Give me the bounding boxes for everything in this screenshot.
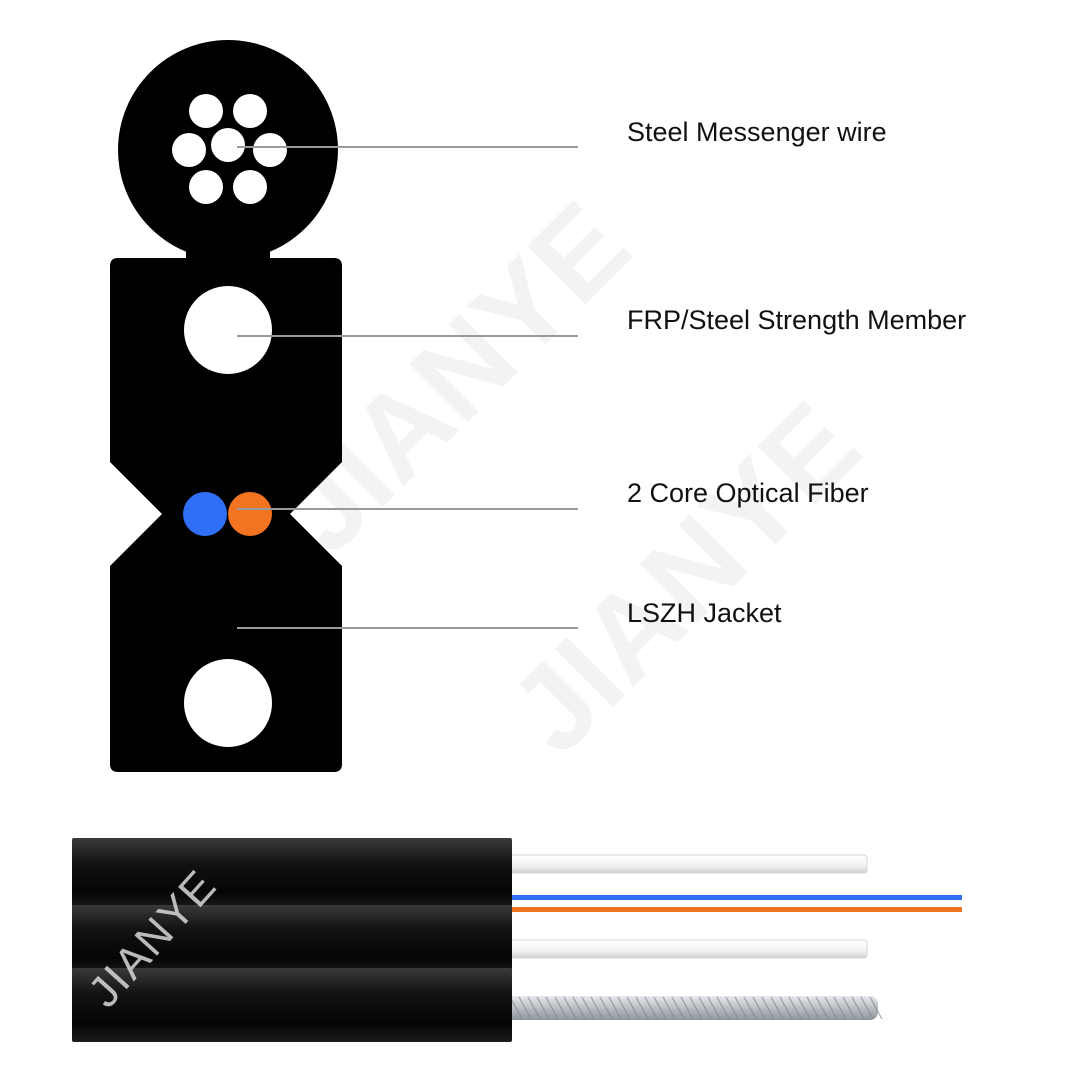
steel-strand-twist xyxy=(518,996,532,1020)
label-strength-member: FRP/Steel Strength Member xyxy=(627,305,967,335)
label-optical-fiber: 2 Core Optical Fiber xyxy=(627,478,869,508)
fiber-orange-side xyxy=(505,907,962,912)
steel-strand-twist xyxy=(536,996,550,1020)
steel-strand-twist xyxy=(599,996,613,1020)
steel-strand-twist xyxy=(680,996,694,1020)
steel-strand-twist xyxy=(752,996,766,1020)
steel-strand-twist xyxy=(545,996,559,1020)
label-lszh-jacket: LSZH Jacket xyxy=(627,598,782,628)
steel-strand-twist xyxy=(689,996,703,1020)
jacket-side-bottom xyxy=(72,968,512,1042)
jacket-side-top xyxy=(72,838,512,910)
steel-strand xyxy=(233,94,267,128)
steel-strand-twist xyxy=(824,996,838,1020)
steel-strand-twist xyxy=(779,996,793,1020)
steel-strand xyxy=(189,94,223,128)
steel-strand-twist xyxy=(797,996,811,1020)
strength-rod-top xyxy=(504,854,868,874)
fiber-blue-side xyxy=(505,895,962,900)
steel-strand xyxy=(253,133,287,167)
steel-strand-twist xyxy=(608,996,622,1020)
fiber-blue xyxy=(183,492,227,536)
steel-strand-twist xyxy=(770,996,784,1020)
steel-strand-twist xyxy=(662,996,676,1020)
steel-strand-twist xyxy=(833,996,847,1020)
steel-strand-twist xyxy=(581,996,595,1020)
steel-strand xyxy=(189,170,223,204)
messenger-strands xyxy=(172,94,287,204)
steel-strand-twist xyxy=(563,996,577,1020)
steel-strand-twist xyxy=(860,996,874,1020)
fiber-orange xyxy=(228,492,272,536)
steel-strand xyxy=(172,133,206,167)
steel-strand-twist xyxy=(590,996,604,1020)
steel-strand-twist xyxy=(653,996,667,1020)
steel-strand-twist xyxy=(716,996,730,1020)
steel-strand-twist xyxy=(743,996,757,1020)
steel-strand-twist xyxy=(788,996,802,1020)
steel-strand-twist xyxy=(635,996,649,1020)
steel-strand-twist xyxy=(671,996,685,1020)
strength-member-bottom xyxy=(184,659,272,747)
steel-strand-twist xyxy=(707,996,721,1020)
jacket-side-middle xyxy=(72,905,512,975)
steel-strand-twist xyxy=(644,996,658,1020)
steel-strand-twist xyxy=(572,996,586,1020)
cable-cross-section xyxy=(110,40,342,772)
steel-strand-twist xyxy=(527,996,541,1020)
steel-strand-twist xyxy=(761,996,775,1020)
strength-member-top xyxy=(184,286,272,374)
steel-strand-twist xyxy=(554,996,568,1020)
strength-rod-bottom xyxy=(504,939,868,959)
steel-strand-twist xyxy=(617,996,631,1020)
steel-strand-twist xyxy=(698,996,712,1020)
steel-messenger-side xyxy=(505,996,883,1020)
leader-lines xyxy=(237,146,578,629)
steel-strand xyxy=(233,170,267,204)
steel-strand-twist xyxy=(842,996,856,1020)
steel-strand-twist xyxy=(851,996,865,1020)
steel-strand xyxy=(211,128,245,162)
steel-strand-twist xyxy=(734,996,748,1020)
cable-side-view: JIANYE xyxy=(72,838,962,1042)
steel-strand-twist xyxy=(725,996,739,1020)
steel-strand-twist xyxy=(806,996,820,1020)
steel-strand-twist xyxy=(626,996,640,1020)
watermark-text-2: JIANYE xyxy=(484,377,885,778)
steel-strand-twist xyxy=(869,996,883,1020)
label-steel-messenger-wire: Steel Messenger wire xyxy=(627,117,887,147)
steel-strand-twist xyxy=(815,996,829,1020)
